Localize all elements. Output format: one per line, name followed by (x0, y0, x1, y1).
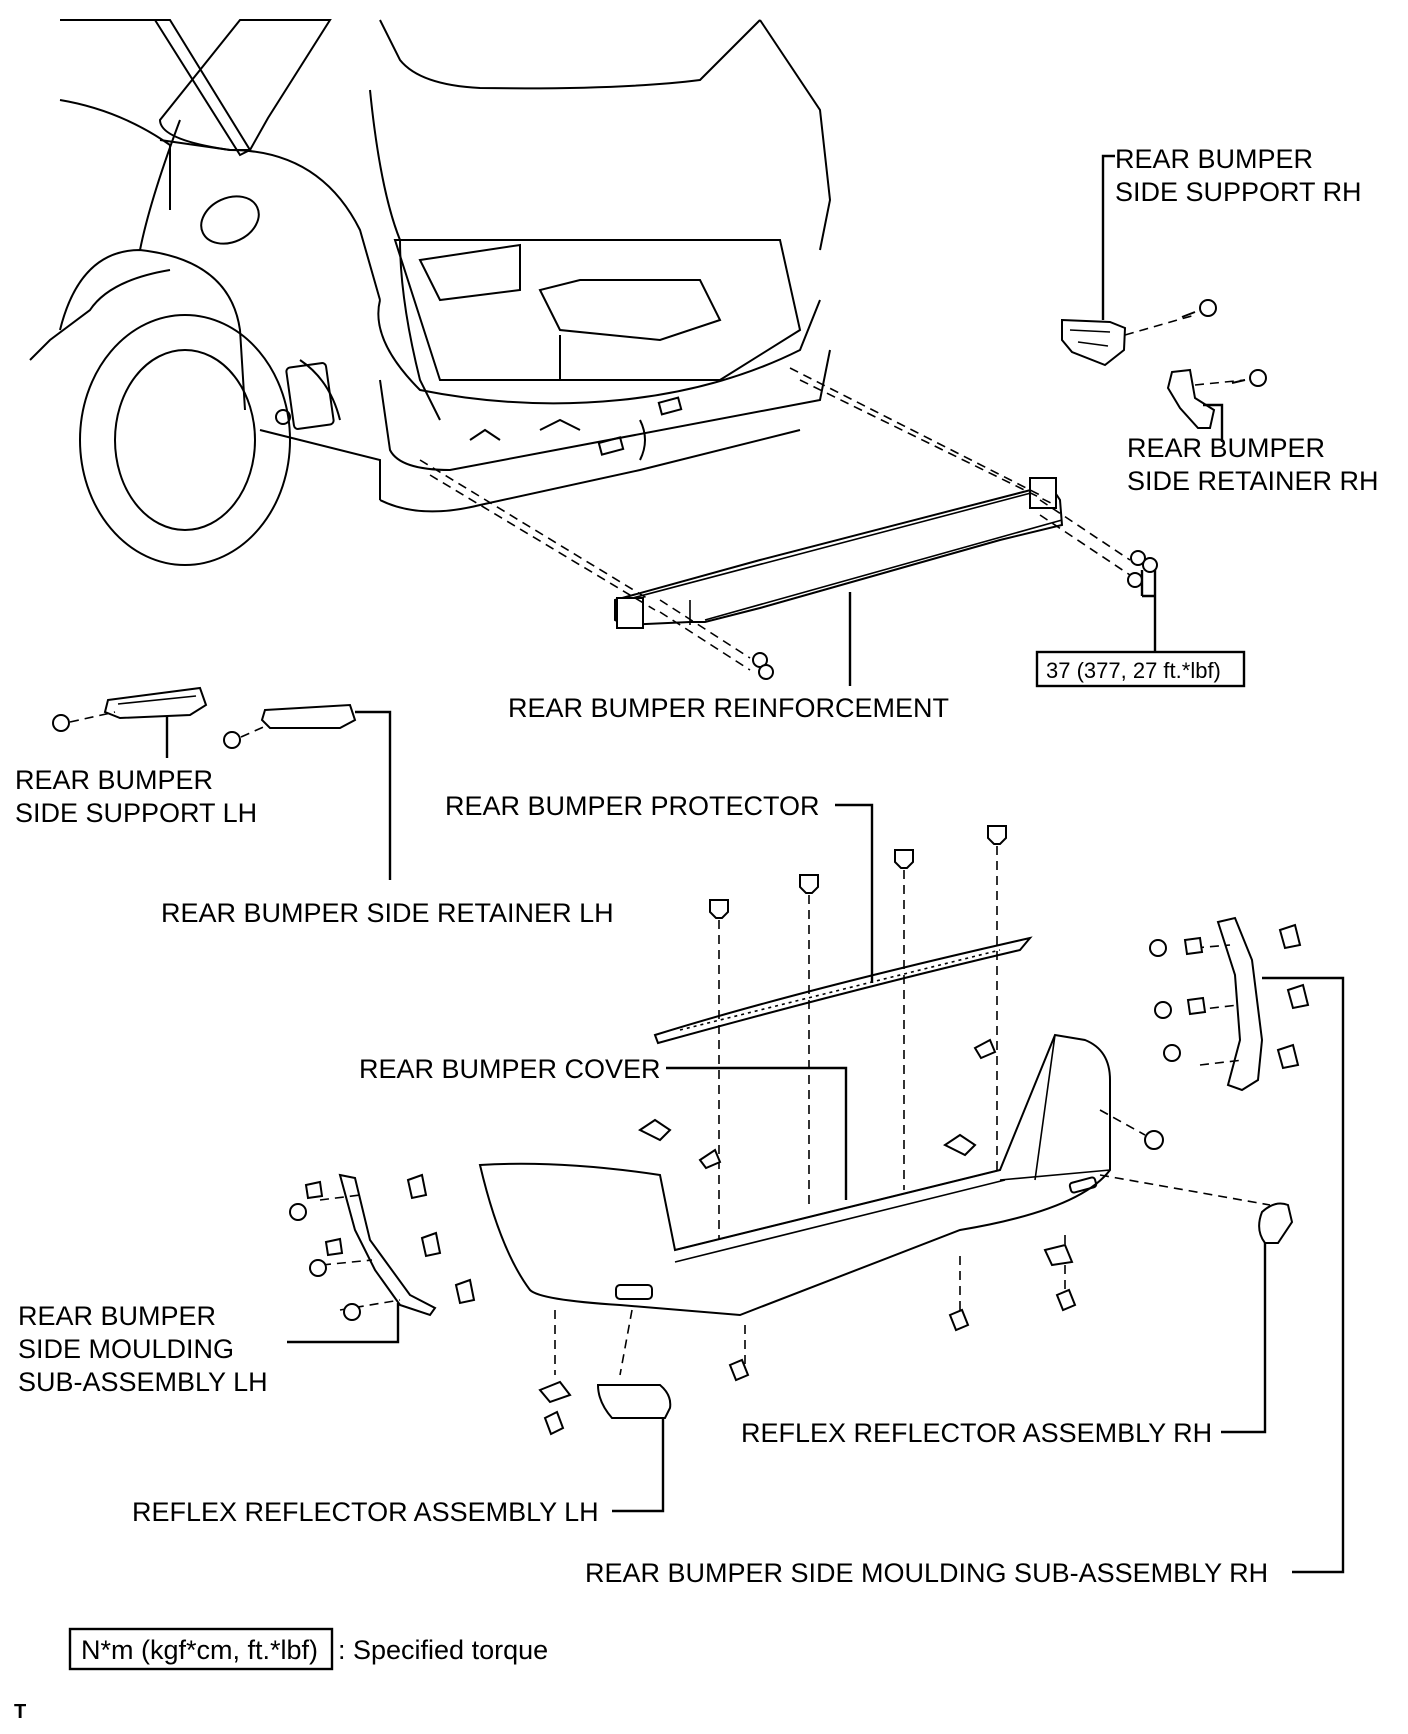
clip (799, 874, 819, 894)
torque-value-box (1035, 650, 1246, 688)
label-side-moulding-lh-line2: SIDE MOULDING (18, 1334, 234, 1364)
rear-bumper-side-retainer-rh (1166, 368, 1216, 429)
part-labels: REAR BUMPER SIDE SUPPORT RH REAR BUMPER … (15, 144, 1379, 1588)
screw (543, 1410, 565, 1436)
bolt (309, 1259, 327, 1277)
clip (304, 1180, 324, 1200)
screw (973, 1038, 997, 1060)
label-side-support-lh-line2: SIDE SUPPORT LH (15, 798, 257, 828)
bolt (1142, 557, 1158, 573)
reflex-reflector-assembly-rh (1258, 1202, 1294, 1244)
bolt (223, 731, 241, 749)
bolt (1127, 572, 1143, 588)
label-side-retainer-rh-line2: SIDE RETAINER RH (1127, 466, 1379, 496)
label-side-moulding-lh-line1: REAR BUMPER (18, 1301, 216, 1331)
protector-group (653, 803, 1033, 1240)
side-moulding-lh-group (287, 1173, 476, 1344)
clip (420, 1231, 442, 1258)
rear-bumper-side-retainer-lh (260, 703, 357, 729)
screw (1055, 1288, 1077, 1312)
label-side-support-lh-line1: REAR BUMPER (15, 765, 213, 795)
bolt (943, 1133, 977, 1157)
rear-bumper-protector (653, 936, 1033, 1045)
bolt (1149, 939, 1167, 957)
label-side-retainer-rh-line1: REAR BUMPER (1127, 433, 1325, 463)
label-reflector-rh: REFLEX REFLECTOR ASSEMBLY RH (741, 1418, 1212, 1448)
clip (1278, 923, 1302, 950)
clip (454, 1278, 476, 1305)
legend-unit-box (68, 1627, 334, 1671)
clip (324, 1237, 344, 1257)
clip (1043, 1243, 1074, 1267)
leader-lines (1101, 318, 1105, 320)
label-reflector-lh: REFLEX REFLECTOR ASSEMBLY LH (132, 1497, 599, 1527)
bolt (758, 664, 774, 680)
clip (1186, 996, 1207, 1016)
rear-bumper-side-support-lh (103, 686, 208, 720)
bolt (1163, 1044, 1181, 1062)
bolt (1249, 369, 1267, 387)
label-torque-value: 37 (377, 27 ft.*lbf) (1046, 658, 1221, 683)
clip (1286, 983, 1310, 1010)
bolt (1130, 550, 1146, 566)
rear-bumper-side-moulding-rh (1216, 916, 1264, 1092)
clip (406, 1173, 428, 1200)
label-side-moulding-lh-line3: SUB-ASSEMBLY LH (18, 1367, 268, 1397)
bolt (638, 1118, 672, 1142)
reinforcement-end-rh (1029, 477, 1057, 509)
screw (698, 1148, 722, 1170)
label-side-moulding-rh: REAR BUMPER SIDE MOULDING SUB-ASSEMBLY R… (585, 1558, 1268, 1588)
cover-group (478, 1033, 1271, 1436)
bolt (289, 1203, 307, 1221)
clip (1276, 1043, 1300, 1070)
vehicle-rear-body (29, 19, 832, 566)
reinforcement-group (419, 367, 1246, 688)
label-side-retainer-lh: REAR BUMPER SIDE RETAINER LH (161, 898, 614, 928)
label-side-support-rh-line1: REAR BUMPER (1115, 144, 1313, 174)
corner-mark: T (14, 1701, 26, 1723)
side-moulding-rh-group (1149, 916, 1345, 1574)
side-support-lh-group (52, 686, 392, 880)
torque-legend: N*m (kgf*cm, ft.*lbf) : Specified torque (68, 1627, 548, 1671)
screw (948, 1308, 970, 1332)
bolt (1199, 299, 1217, 317)
clip (709, 899, 729, 919)
bolt (343, 1303, 361, 1321)
bolt (52, 714, 70, 732)
rear-bumper-side-moulding-lh (338, 1173, 437, 1317)
label-reinforcement: REAR BUMPER REINFORCEMENT (508, 693, 949, 723)
clip (894, 849, 914, 869)
rear-bumper-reinforcement (614, 483, 1064, 627)
reinforcement-end-lh (616, 597, 644, 629)
label-cover: REAR BUMPER COVER (359, 1054, 661, 1084)
legend-unit: N*m (kgf*cm, ft.*lbf) (81, 1635, 318, 1665)
clip (1183, 936, 1204, 956)
reflex-reflector-assembly-lh (596, 1384, 672, 1419)
bolt (1144, 1130, 1164, 1150)
rear-bumper-cover (478, 1033, 1111, 1317)
reflector-group (596, 1202, 1294, 1513)
clip (538, 1380, 572, 1404)
rear-bumper-side-support-rh (1061, 318, 1127, 367)
label-protector: REAR BUMPER PROTECTOR (445, 791, 820, 821)
bolt (1154, 1001, 1172, 1019)
clip (987, 825, 1007, 845)
side-support-rh-group (1061, 154, 1267, 442)
legend-text: : Specified torque (338, 1635, 548, 1665)
label-side-support-rh-line2: SIDE SUPPORT RH (1115, 177, 1362, 207)
screw (728, 1358, 750, 1382)
